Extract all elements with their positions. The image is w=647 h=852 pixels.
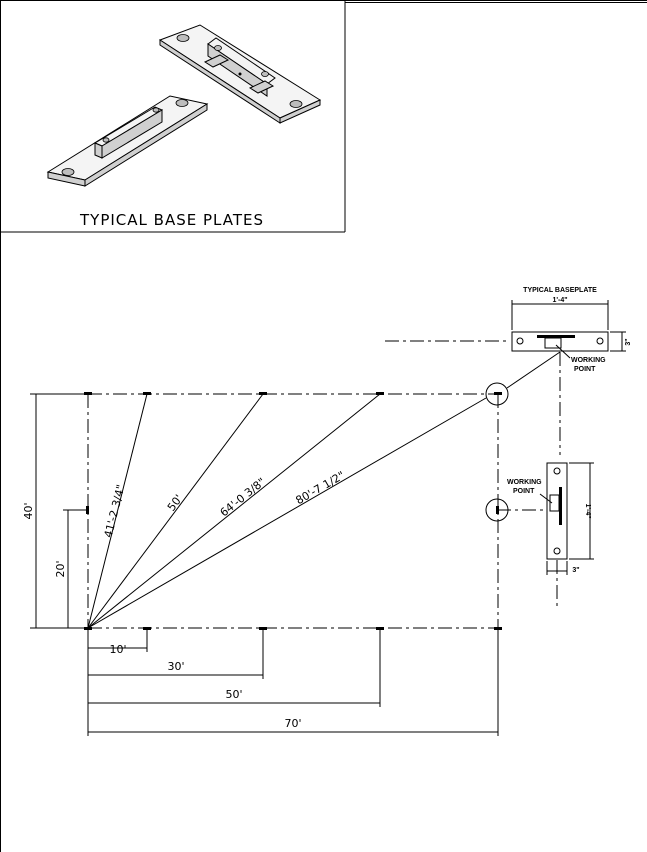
dim-10-label: 10' (109, 643, 126, 656)
bolt-hole-icon (152, 107, 160, 113)
title-box-caption: TYPICAL BASE PLATES (79, 211, 264, 229)
bolt-hole-icon (516, 337, 524, 345)
large-base-plate (158, 24, 322, 124)
height-20-label: 20' (54, 560, 67, 577)
diagonal-label-3: 64'-0 3/8" (218, 475, 268, 519)
working-point-mark (238, 72, 242, 76)
bolt-hole-icon (596, 337, 604, 345)
bolt-hole-icon (289, 100, 303, 108)
bolt-hole-icon (176, 34, 190, 42)
dim-70-label: 70' (284, 717, 301, 730)
working-point-label: WORKING (571, 357, 606, 364)
typical-baseplate-detail: TYPICAL BASEPLATE 1'-4" 3" WORKING POINT (385, 287, 632, 455)
detail-callout-circle (485, 498, 509, 522)
diagonal-label-4: 80'-7 1/2" (294, 469, 347, 507)
detail-callout-circle (485, 382, 509, 406)
bolt-hole-icon (553, 547, 561, 555)
column-marks (84, 392, 502, 630)
small-base-plate (46, 95, 209, 187)
bolt-hole-icon (261, 71, 269, 77)
layout-plan: 41'-2 3/4" 50' 64'-0 3/8" 80'-7 1/2" 40'… (22, 351, 561, 736)
vertical-baseplate-width-label: 3" (572, 567, 579, 574)
base-plates-illustration: TYPICAL BASE PLATES (46, 24, 322, 229)
diagonal-label-1: 41'-2 3/4" (102, 483, 128, 539)
dim-30-label: 30' (167, 660, 184, 673)
height-40-label: 40' (22, 502, 35, 519)
dim-50-label: 50' (225, 688, 242, 701)
vertical-baseplate-detail: 1'-4" 3" WORKING POINT (497, 462, 594, 610)
working-point-label: WORKING (507, 479, 542, 486)
baseplate-length-label: 1'-4" (552, 297, 567, 304)
working-point-label: POINT (574, 366, 596, 373)
bolt-hole-icon (102, 137, 110, 143)
bolt-hole-icon (553, 467, 561, 475)
baseplate-width-label: 3" (625, 338, 632, 345)
typical-baseplate-title: TYPICAL BASEPLATE (523, 287, 597, 294)
bolt-hole-icon (214, 45, 222, 51)
vertical-baseplate-length-label: 1'-4" (584, 503, 591, 518)
working-point-label: POINT (513, 488, 535, 495)
bolt-hole-icon (61, 168, 75, 176)
bolt-hole-icon (175, 99, 189, 107)
diagonal-label-2: 50' (165, 492, 186, 513)
